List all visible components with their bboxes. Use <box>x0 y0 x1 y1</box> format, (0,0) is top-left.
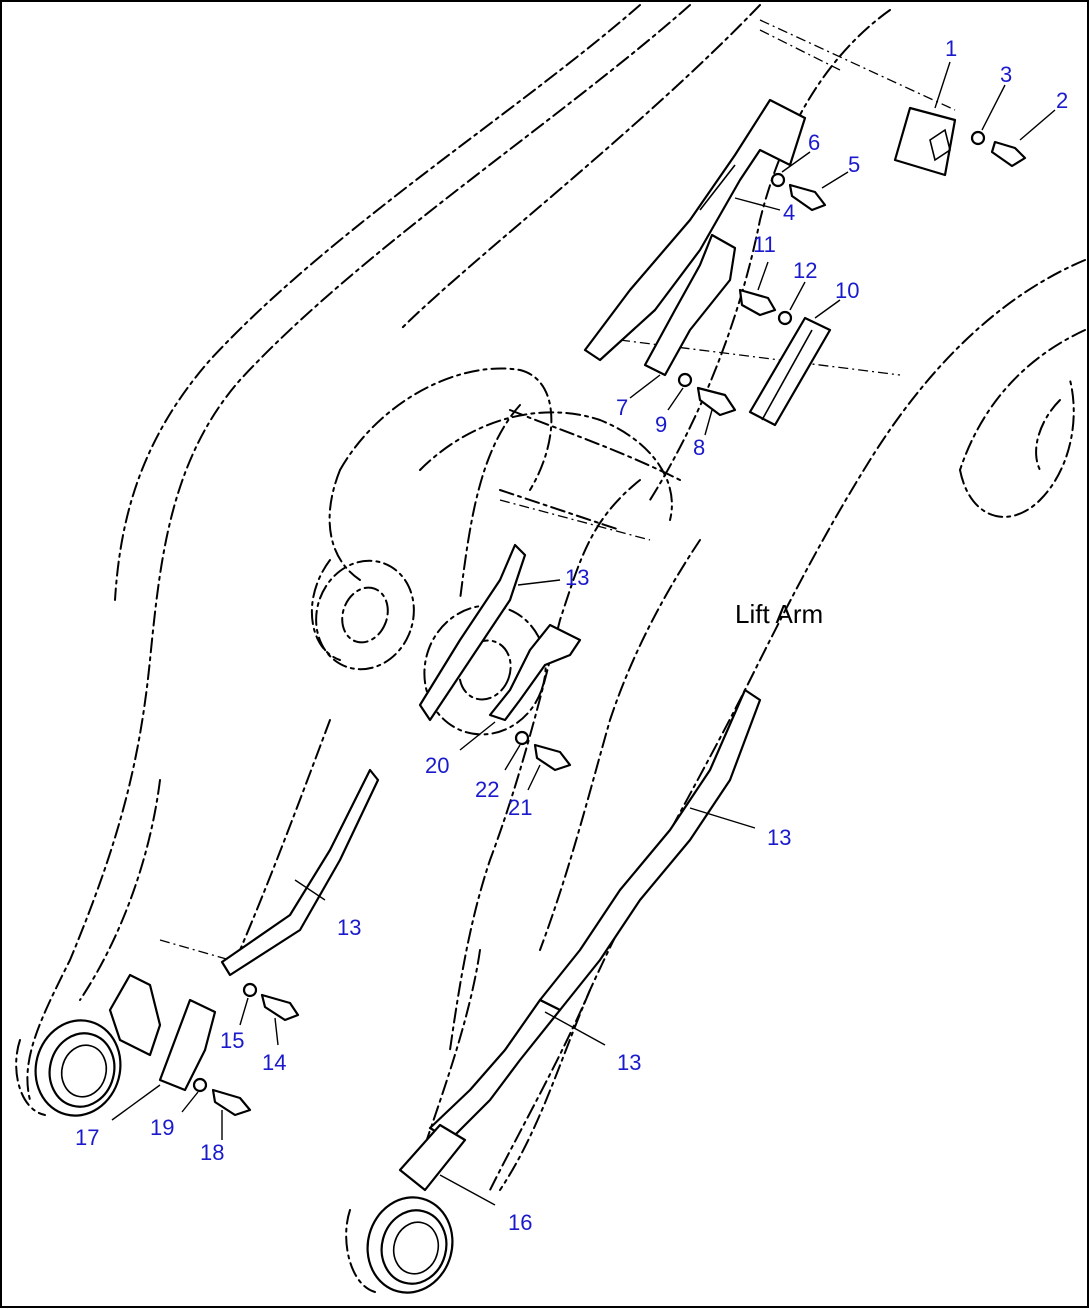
callout-3: 3 <box>1000 62 1012 87</box>
part-18-bolt <box>211 1088 252 1117</box>
part-1-bracket <box>893 106 957 177</box>
callout-13d: 13 <box>617 1050 641 1075</box>
leader-lines <box>111 61 1056 1206</box>
callouts: 1 2 3 4 5 6 7 8 9 10 11 12 13 13 13 13 1… <box>75 36 1068 1235</box>
part-17-bracket <box>108 973 162 1057</box>
callout-4: 4 <box>783 200 795 225</box>
part-7-plate <box>643 233 737 377</box>
callout-16: 16 <box>508 1210 532 1235</box>
callout-6: 6 <box>808 130 820 155</box>
callout-21: 21 <box>508 795 532 820</box>
callout-7: 7 <box>616 395 628 420</box>
callout-11: 11 <box>753 232 776 257</box>
callout-5: 5 <box>848 152 860 177</box>
part-12-washer <box>777 310 793 326</box>
part-9-washer <box>677 372 693 388</box>
part-14-bolt <box>260 993 300 1022</box>
callout-14: 14 <box>262 1050 286 1075</box>
part-21-bolt <box>533 743 572 772</box>
part-5-bolt <box>788 183 827 212</box>
part-4-plate <box>583 98 807 362</box>
pin-end-left <box>15 1019 122 1117</box>
part-13-strip-a <box>418 543 527 722</box>
part-13-strip-d <box>428 998 562 1142</box>
part-22-washer <box>514 730 530 746</box>
part-8-bolt <box>696 386 737 417</box>
lift-arm-label: Lift Arm <box>735 599 823 629</box>
part-16-plate <box>398 1123 467 1192</box>
callout-12: 12 <box>793 258 817 283</box>
part-19-plate <box>158 998 217 1092</box>
callout-10: 10 <box>835 278 859 303</box>
callout-13c: 13 <box>337 915 361 940</box>
part-6-washer <box>770 172 786 188</box>
callout-13b: 13 <box>767 825 791 850</box>
part-2-bolt <box>990 140 1027 168</box>
callout-15: 15 <box>220 1028 244 1053</box>
part-11-bolt <box>738 288 777 317</box>
part-20-bracket <box>488 623 582 722</box>
callout-17: 17 <box>75 1125 99 1150</box>
callout-1: 1 <box>945 36 957 61</box>
callout-19: 19 <box>150 1115 174 1140</box>
callout-8: 8 <box>693 435 705 460</box>
part-19-washer <box>192 1077 208 1093</box>
part-13-strip-b <box>220 768 380 977</box>
callout-20: 20 <box>425 753 449 778</box>
part-10-plate <box>748 316 832 427</box>
pin-end-right <box>345 1196 454 1294</box>
callout-13a: 13 <box>565 565 589 590</box>
callout-22: 22 <box>475 777 499 802</box>
lift-arm-outline <box>26 4 1086 1191</box>
callout-9: 9 <box>655 412 667 437</box>
part-3-washer <box>970 130 986 146</box>
callout-18: 18 <box>200 1140 224 1165</box>
part-15-washer <box>242 982 258 998</box>
callout-2: 2 <box>1056 88 1068 113</box>
